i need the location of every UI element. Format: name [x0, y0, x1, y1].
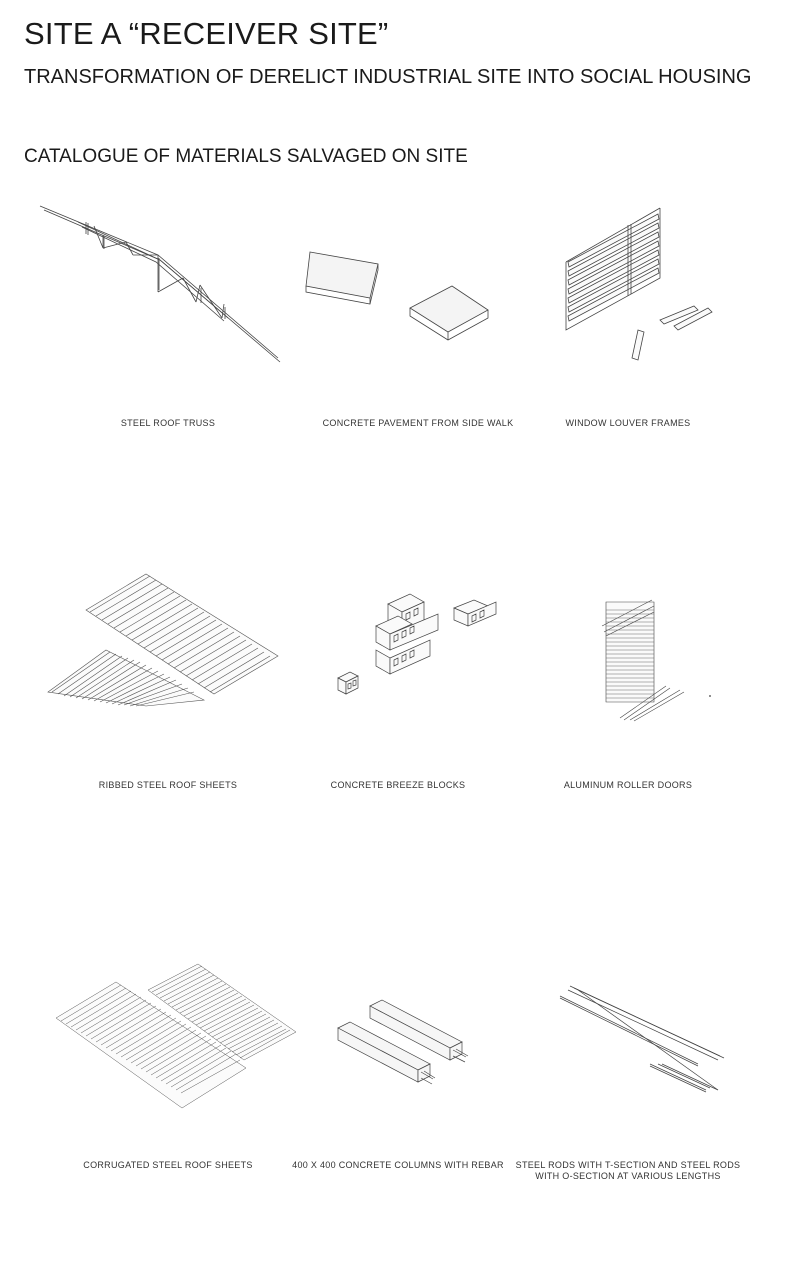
window-louver-frames-icon: [558, 200, 804, 370]
ribbed-steel-roof-sheets-icon: [46, 570, 306, 710]
catalogue-caption: CONCRETE PAVEMENT FROM SIDE WALK: [322, 418, 514, 428]
catalogue-caption: WINDOW LOUVER FRAMES: [565, 418, 691, 428]
catalogue-item-concrete-columns: 400 X 400 CONCRETE COLUMNS WITH REBAR: [292, 960, 558, 1190]
corrugated-steel-roof-sheets-icon: [52, 960, 312, 1110]
catalogue-item-concrete-breeze-blocks: CONCRETE BREEZE BLOCKS: [298, 570, 558, 800]
catalogue-item-window-louver-frames: WINDOW LOUVER FRAMES: [558, 200, 804, 440]
concrete-pavement-icon: [298, 200, 558, 370]
catalogue-item-aluminum-roller-doors: ALUMINUM ROLLER DOORS: [558, 570, 804, 800]
concrete-columns-icon: [298, 960, 558, 1110]
catalogue-caption: RIBBED STEEL ROOF SHEETS: [98, 780, 238, 790]
concrete-breeze-blocks-icon: [298, 570, 558, 710]
catalogue-caption: STEEL ROOF TRUSS: [120, 418, 216, 428]
steel-rods-icon: [558, 960, 804, 1110]
page-subtitle: TRANSFORMATION OF DERELICT INDUSTRIAL SI…: [24, 66, 752, 88]
catalogue-caption: 400 X 400 CONCRETE COLUMNS WITH REBAR: [292, 1160, 504, 1170]
page-title: SITE A “RECEIVER SITE”: [24, 16, 389, 51]
catalogue-caption: CORRUGATED STEEL ROOF SHEETS: [83, 1160, 253, 1170]
catalogue-caption: CONCRETE BREEZE BLOCKS: [330, 780, 466, 790]
catalogue-caption: STEEL RODS WITH T-SECTION AND STEEL RODS…: [515, 1160, 741, 1181]
aluminum-roller-doors-icon: [558, 570, 804, 710]
catalogue-item-ribbed-steel-roof-sheets: RIBBED STEEL ROOF SHEETS: [46, 570, 306, 800]
catalogue-item-steel-roof-truss: STEEL ROOF TRUSS: [38, 200, 298, 440]
catalogue-item-steel-rods: STEEL RODS WITH T-SECTION AND STEEL RODS…: [516, 960, 804, 1200]
catalogue-item-concrete-pavement: CONCRETE PAVEMENT FROM SIDE WALK: [298, 200, 558, 440]
steel-roof-truss-icon: [38, 200, 298, 370]
catalogue-item-corrugated-steel-roof-sheets: CORRUGATED STEEL ROOF SHEETS: [52, 960, 312, 1190]
section-heading: CATALOGUE OF MATERIALS SALVAGED ON SITE: [24, 146, 468, 167]
catalogue-caption: ALUMINUM ROLLER DOORS: [563, 780, 693, 790]
